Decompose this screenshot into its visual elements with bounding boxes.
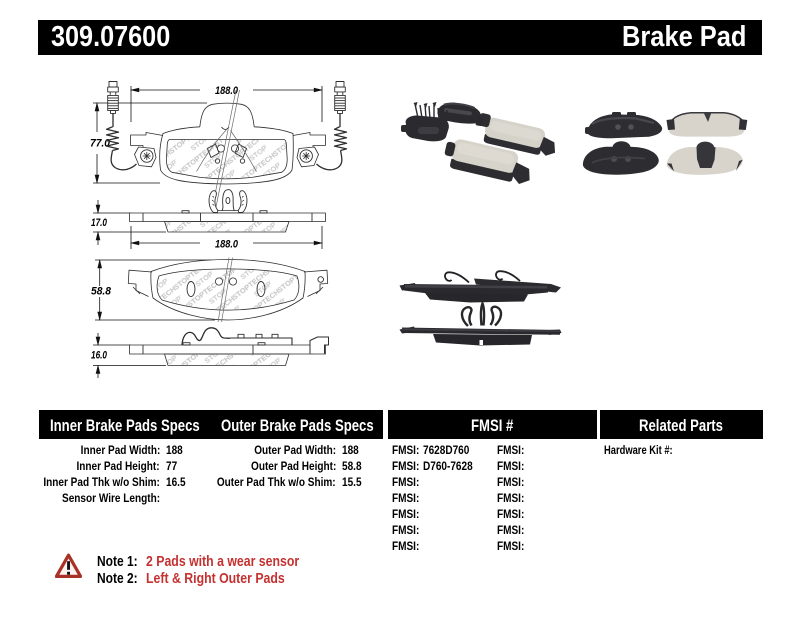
svg-text:16.0: 16.0 (91, 350, 108, 362)
svg-text:188.0: 188.0 (215, 85, 239, 97)
svg-text:188.0: 188.0 (215, 239, 239, 251)
svg-text:17.0: 17.0 (91, 217, 108, 229)
svg-text:77.0: 77.0 (90, 138, 111, 150)
svg-text:58.8: 58.8 (91, 286, 112, 298)
